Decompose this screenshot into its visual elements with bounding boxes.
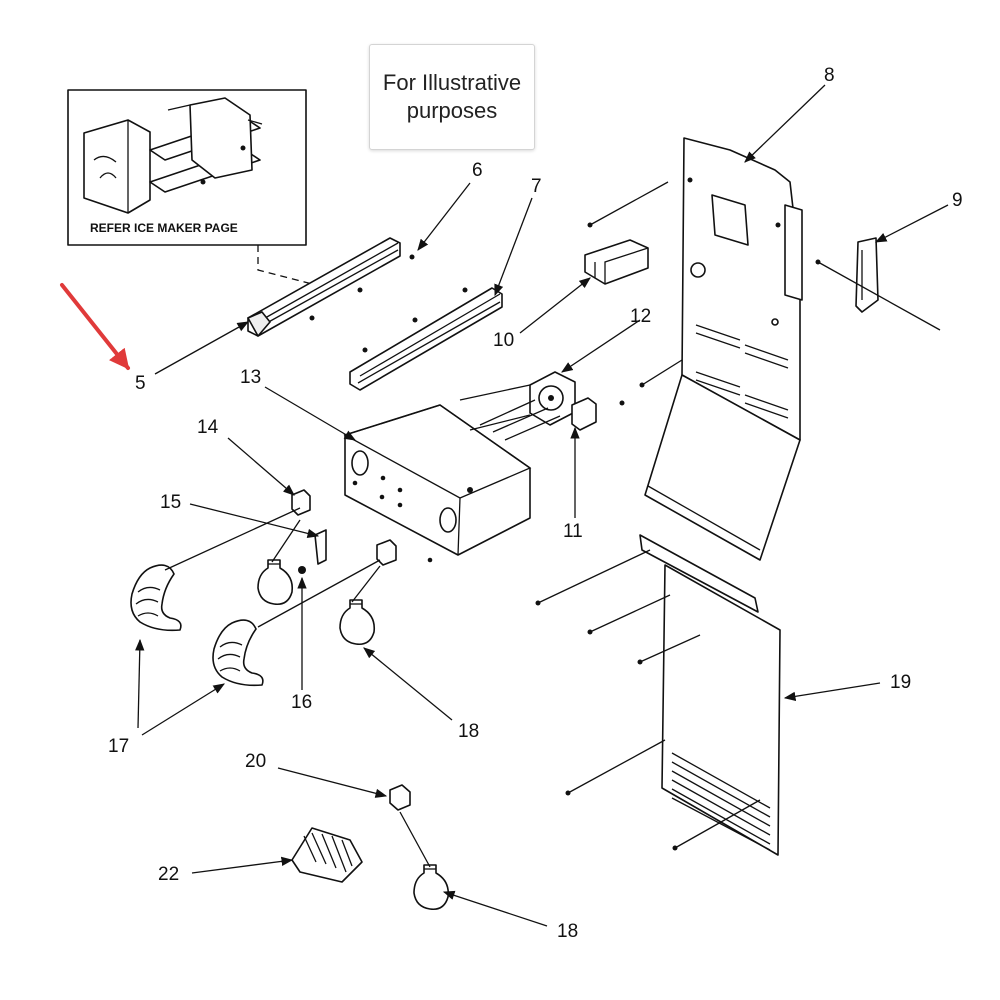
illustrative-notice-text: For Illustrative purposes: [382, 70, 522, 123]
callout-16: 16: [291, 692, 312, 713]
callout-15: 15: [160, 492, 181, 513]
callout-10: 10: [493, 330, 514, 351]
callout-14: 14: [197, 417, 219, 438]
callout-9: 9: [952, 190, 963, 211]
fastener-leaders: [164, 181, 941, 868]
part-17-paddle-upper: [130, 564, 182, 632]
callout-8: 8: [824, 65, 835, 86]
inset-label: REFER ICE MAKER PAGE: [90, 221, 238, 235]
part-20-socket: [389, 784, 411, 811]
part-7-rail: [349, 287, 503, 391]
housing-screws: [352, 475, 433, 563]
callout-19: 19: [890, 672, 911, 693]
part-19-front-panel: [639, 534, 781, 856]
callout-17: 17: [108, 736, 129, 757]
callout-20: 20: [245, 751, 266, 772]
part-9-bracket: [855, 237, 879, 313]
callout-7: 7: [531, 176, 542, 197]
callout-6: 6: [472, 160, 483, 181]
callout-labels: 5 6 7 8 9 10 11 12 13 14 15 16 17 18 19 …: [108, 65, 963, 942]
bulb-lower: [413, 864, 450, 911]
part-11-switch: [571, 397, 625, 431]
highlight-arrow: [60, 283, 130, 370]
callout-18-lower: 18: [557, 921, 578, 942]
bulb-middle: [339, 599, 376, 646]
ice-maker-illustration: [83, 97, 263, 214]
illustrative-notice: For Illustrative purposes: [369, 44, 535, 150]
inset-leader-line: [257, 245, 321, 287]
callout-22: 22: [158, 864, 179, 885]
part-5-rail: [247, 237, 415, 337]
callout-18-upper: 18: [458, 721, 479, 742]
callout-13: 13: [240, 367, 261, 388]
callout-arrows: [135, 84, 949, 927]
callout-12: 12: [630, 306, 651, 327]
part-12-motor: [529, 371, 576, 426]
part-22-lens: [291, 827, 363, 883]
part-16-socket: [298, 539, 397, 574]
part-13-housing: [343, 399, 561, 563]
ice-maker-inset: REFER ICE MAKER PAGE: [67, 89, 307, 246]
bulb-upper-left: [257, 559, 294, 606]
callout-5: 5: [135, 373, 146, 394]
callout-11: 11: [563, 521, 583, 542]
part-14-socket: [291, 489, 311, 516]
part-10-bracket: [584, 239, 649, 285]
part-15-clip: [314, 529, 327, 565]
part-8-upper-panel: [681, 137, 803, 443]
tilted-panel: [644, 374, 801, 561]
part-17-paddle-lower: [212, 619, 264, 687]
